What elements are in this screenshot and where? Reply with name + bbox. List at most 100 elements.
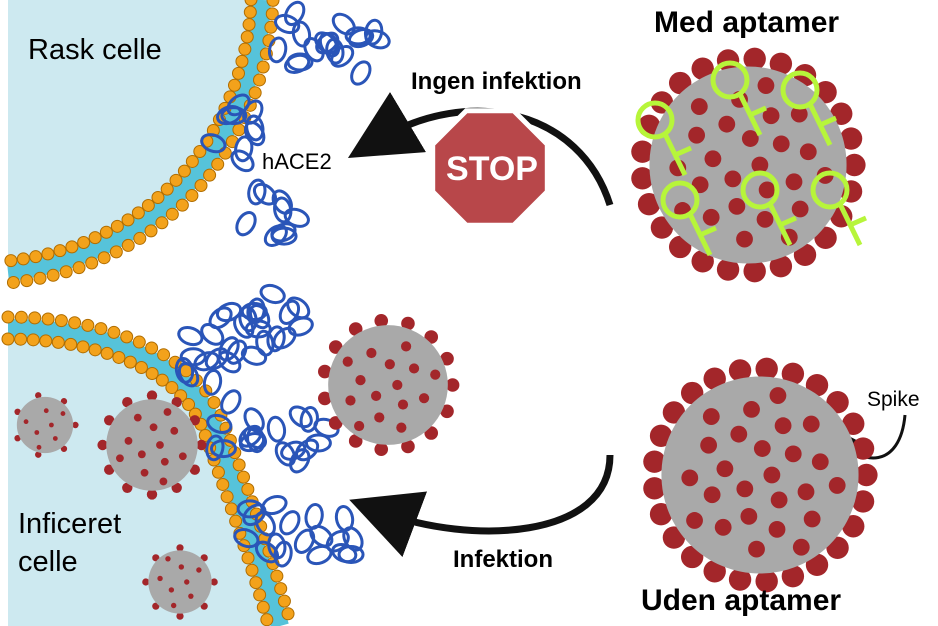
hace2-protein-strand [363,18,384,46]
membrane-bead [94,322,108,336]
spike-protein [104,464,115,475]
membrane-bead [224,502,238,516]
membrane-bead [88,231,102,245]
membrane-bead [238,42,252,56]
spike-protein [124,436,133,445]
virus-inside-cell [97,390,207,500]
spike-protein [768,520,786,538]
membrane-bead [132,335,146,349]
hace2-protein-strand [247,178,267,206]
hace2-protein-strand [259,283,286,305]
spike-protein [401,316,415,331]
membrane-bead [160,182,174,196]
aptamer-icon [660,180,718,257]
spike-protein [805,373,829,397]
membrane-bead [144,224,158,238]
membrane-bead [211,465,225,479]
membrane-bead [244,0,258,7]
membrane-bead [151,191,165,205]
spike-protein [770,491,788,509]
spike-protein [839,127,863,150]
spike-protein [318,391,332,406]
hace2-protein-strand [279,510,301,536]
spike-protein [440,351,454,366]
spike-protein [14,408,21,416]
spike-protein [649,502,673,526]
virus-body [106,399,198,491]
spike-protein [703,486,721,504]
spike-protein [690,98,708,115]
membrane-bead [241,551,255,565]
spike-protein [774,417,792,435]
membrane-bead [260,613,274,626]
spike-protein [328,340,343,354]
spike-protein [354,420,365,432]
membrane-bead [46,268,60,282]
hace2-protein-strand [230,149,255,173]
spike-protein [149,423,158,432]
hace2-protein-strand [235,211,257,237]
membrane-bead [249,576,263,590]
membrane-bead [211,157,225,171]
virus-body [328,325,448,445]
membrane-bead [169,173,183,187]
spike-protein [702,408,720,425]
spike-protein [146,489,158,500]
hace2-protein-strand [174,356,195,384]
membrane-bead [107,325,121,339]
membrane-bead [16,252,30,266]
spike-protein [805,553,829,577]
spike-protein [743,259,766,283]
membrane-bead [85,256,99,270]
hace2-protein-strand [204,347,229,371]
spike-protein [855,463,878,487]
spike-protein [140,468,149,477]
membrane-bead [28,311,42,325]
spike-protein [842,412,865,435]
hace2-protein-strand [330,44,355,68]
spike-protein [743,401,760,418]
spike-protein [797,483,815,501]
membrane-bead [88,343,102,357]
membrane-bead [266,0,280,7]
spike-protein [728,197,746,215]
spike-protein [803,510,821,528]
spike-label: Spike [867,388,920,411]
spike-protein [35,451,42,458]
membrane-bead [54,314,68,328]
spike-protein [753,440,771,457]
spike-protein [730,425,748,443]
hace2-protein-strand [254,511,276,537]
membrane-bead [155,216,169,230]
spike-protein [790,105,808,123]
spike-protein [811,453,829,471]
spike-protein [631,140,654,163]
spike-protein [691,57,714,80]
spike-protein [184,579,190,585]
spike-protein [430,369,441,380]
hace2-protein-strand [215,301,243,323]
spike-protein [851,437,875,460]
hace2-protein-strand [304,433,332,453]
healthy-cell-label: Rask celle [28,34,162,66]
spike-protein [728,568,752,591]
spike-protein [178,452,187,461]
membrane-bead [235,54,249,68]
hace2-protein-strand [220,389,242,415]
spike-protein [851,490,875,513]
spike-protein [791,200,809,218]
spike-protein [784,445,802,463]
spike-protein [176,544,184,552]
virus-body [148,550,212,614]
hace2-protein-strand [233,528,260,549]
spike-protein [755,357,778,381]
spike-protein [736,480,754,498]
virus-binding-cell [318,313,460,457]
virus-without-aptamer [643,357,878,593]
hace2-protein-strand [318,32,341,58]
spike-protein [196,439,207,451]
hace2-protein-strand [263,224,288,247]
hace2-protein-strand [283,0,306,27]
spike-protein [842,515,865,538]
membrane-bead [26,333,40,347]
